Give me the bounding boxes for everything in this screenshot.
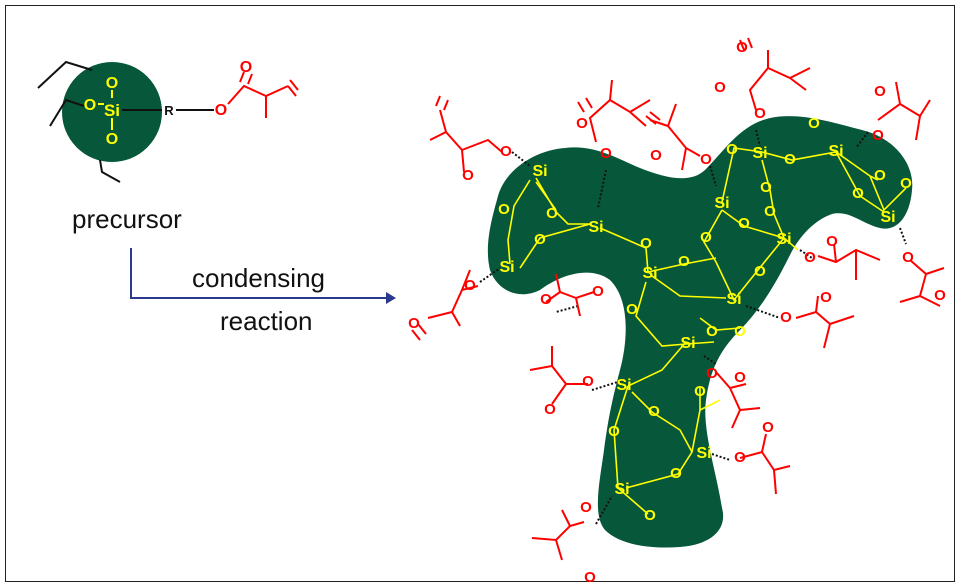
methacrylate-o-atom: O	[582, 373, 594, 390]
r-group-atom: R	[164, 103, 174, 118]
siloxane-o-atom: O	[546, 205, 558, 222]
si-atom: Si	[499, 259, 514, 276]
siloxane-o-atom: O	[734, 323, 746, 340]
condensing-label: condensing	[192, 263, 325, 293]
methacrylate-o-atom: O	[500, 143, 512, 160]
methacrylate-o-atom: O	[584, 569, 596, 586]
si-atom: Si	[726, 291, 741, 308]
methacrylate-o-atom: O	[780, 309, 792, 326]
precursor-o-atom: O	[84, 97, 96, 114]
methacrylate-o-atom: O	[826, 233, 838, 250]
methacrylate-o-atom: O	[540, 291, 552, 308]
methacrylate-o-atom: O	[736, 39, 748, 56]
siloxane-o-atom: O	[640, 235, 652, 252]
methacrylate-o-atom: O	[464, 277, 476, 294]
siloxane-o-atom: O	[764, 203, 776, 220]
siloxane-o-atom: O	[678, 253, 690, 270]
methacrylate-o-atom: O	[408, 315, 420, 332]
si-atom: Si	[828, 143, 843, 160]
si-atom: Si	[616, 377, 631, 394]
siloxane-o-atom: O	[808, 115, 820, 132]
si-atom: Si	[752, 145, 767, 162]
siloxane-o-atom: O	[852, 185, 864, 202]
siloxane-o-atom: O	[760, 179, 772, 196]
siloxane-o-atom: O	[754, 263, 766, 280]
network-core-blob	[487, 116, 913, 548]
reaction-arrow	[130, 248, 396, 304]
methacrylate-o-atom: O	[706, 365, 718, 382]
precursor-carbonyl-o-atom: O	[240, 59, 252, 76]
methacrylate-groups	[411, 37, 945, 561]
siloxane-o-atom: O	[648, 403, 660, 420]
methacrylate-o-atom: O	[714, 79, 726, 96]
precursor-o-atom: O	[106, 131, 118, 148]
si-atom: Si	[880, 209, 895, 226]
siloxane-o-atom: O	[726, 141, 738, 158]
methacrylate-o-atom: O	[804, 249, 816, 266]
siloxane-o-atom: O	[608, 423, 620, 440]
methacrylate-o-atom: O	[576, 115, 588, 132]
siloxane-o-atom: O	[900, 175, 912, 192]
methacrylate-o-atom: O	[462, 167, 474, 184]
precursor-molecule	[37, 60, 299, 183]
siloxane-o-atom: O	[694, 383, 706, 400]
precursor-label: precursor	[72, 204, 182, 234]
siloxane-o-atom: O	[700, 229, 712, 246]
si-atom: Si	[588, 219, 603, 236]
siloxane-o-atom: O	[874, 167, 886, 184]
methacrylate-o-atom: O	[734, 369, 746, 386]
methacrylate-o-atom: O	[934, 287, 946, 304]
methacrylate-o-atom: O	[902, 249, 914, 266]
siloxane-o-atom: O	[626, 301, 638, 318]
siloxane-o-atom: O	[644, 507, 656, 524]
si-atom: Si	[714, 195, 729, 212]
methacrylate-o-atom: O	[734, 449, 746, 466]
methacrylate-o-atom: O	[544, 401, 556, 418]
methacrylate-o-atom: O	[580, 499, 592, 516]
siloxane-o-atom: O	[706, 323, 718, 340]
methacrylate-o-atom: O	[762, 419, 774, 436]
siloxane-o-atom: O	[498, 201, 510, 218]
siloxane-bonds	[507, 147, 907, 515]
si-atom: Si	[696, 445, 711, 462]
reaction-label: reaction	[220, 306, 313, 336]
linker-bonds	[479, 129, 907, 525]
si-atom: Si	[642, 265, 657, 282]
diagram-frame	[5, 5, 955, 582]
methacrylate-o-atom: O	[754, 105, 766, 122]
methacrylate-o-atom: O	[650, 147, 662, 164]
siloxane-o-atom: O	[670, 465, 682, 482]
precursor-core	[62, 62, 162, 162]
precursor-o-atom: O	[106, 75, 118, 92]
siloxane-o-atom: O	[534, 231, 546, 248]
methacrylate-o-atom: O	[820, 289, 832, 306]
methacrylate-o-atom: O	[874, 83, 886, 100]
siloxane-o-atom: O	[738, 215, 750, 232]
methacrylate-o-atom: O	[600, 145, 612, 162]
precursor-ester-o-atom: O	[215, 102, 227, 119]
methacrylate-o-atom: O	[872, 127, 884, 144]
precursor-si-atom: Si	[104, 101, 120, 120]
si-atom: Si	[776, 231, 791, 248]
si-atom: Si	[532, 163, 547, 180]
si-atom: Si	[680, 335, 695, 352]
methacrylate-o-atom: O	[700, 151, 712, 168]
si-atom: Si	[614, 481, 629, 498]
siloxane-o-atom: O	[784, 151, 796, 168]
methacrylate-o-atom: O	[592, 283, 604, 300]
